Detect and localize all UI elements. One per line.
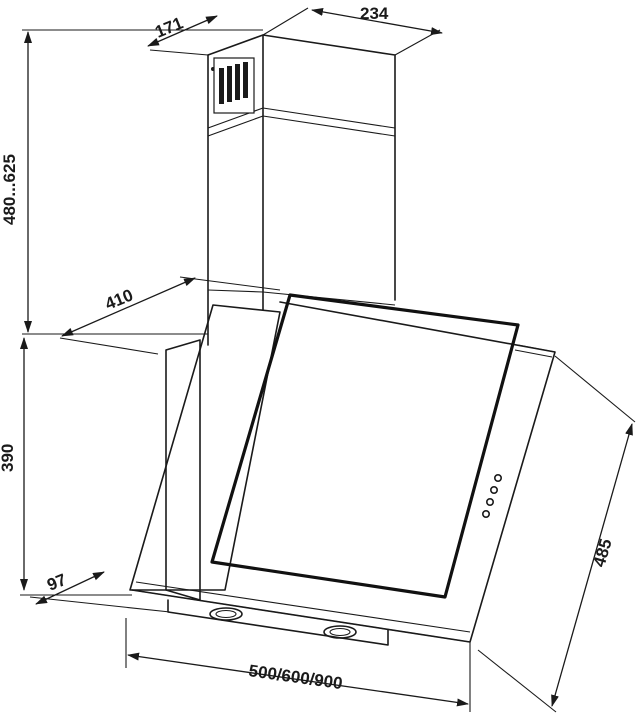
- arrowhead-icon: [127, 652, 469, 707]
- hood-bottom-edge: [131, 589, 471, 643]
- extension-line: [554, 355, 636, 423]
- arrowhead-icon: [551, 423, 633, 707]
- hood-body: [129, 293, 556, 646]
- vent-slots-icon: [211, 57, 255, 114]
- hood-side-panel: [129, 304, 281, 591]
- extension-line: [29, 596, 171, 613]
- extension-line: [149, 49, 209, 56]
- control-buttons-icon: [481, 473, 502, 518]
- dim-label-390: 390: [0, 444, 17, 472]
- arrowhead-icon: [61, 277, 196, 337]
- dim-chimney-depth: 171: [147, 13, 218, 56]
- chimney-joint-left-2: [207, 115, 264, 137]
- extension-line: [59, 337, 159, 355]
- extension-line: [477, 649, 557, 713]
- hood-back-panel: [165, 339, 201, 601]
- dim-label-234: 234: [360, 4, 389, 23]
- chimney-bottom-left: [207, 289, 264, 293]
- dim-label-480-625: 480...625: [0, 154, 19, 225]
- chimney: [207, 34, 396, 346]
- dim-bottom-offset: 97: [29, 570, 171, 613]
- dim-label-171: 171: [152, 13, 185, 41]
- chimney-bottom-right: [262, 291, 396, 306]
- dim-label-500-600-900: 500/600/900: [247, 661, 343, 693]
- chimney-joint-right: [262, 107, 396, 129]
- arrowhead-icon: [147, 15, 218, 47]
- hood-inner-glass: [210, 293, 520, 599]
- arrowhead-icon: [35, 571, 105, 605]
- chimney-joint-right-2: [262, 115, 396, 137]
- glass-top-lip-2: [514, 349, 553, 358]
- dim-label-410: 410: [102, 285, 135, 313]
- dim-label-97: 97: [44, 570, 69, 595]
- chimney-top-outline: [207, 34, 396, 301]
- arrowhead-icon: [311, 7, 443, 36]
- extension-line: [262, 7, 309, 36]
- hood-bottom-edge-2: [135, 581, 471, 633]
- dim-hood-depth: 410: [59, 276, 281, 355]
- dim-hood-height: 390: [0, 337, 132, 596]
- light-fixture-icon: [209, 607, 357, 639]
- dim-label-485: 485: [590, 537, 616, 570]
- extension-line: [394, 29, 441, 56]
- dim-chimney-width: 234: [262, 4, 443, 56]
- extension-line: [179, 276, 281, 291]
- hood-underside: [167, 599, 389, 646]
- glass-top-lip: [517, 344, 556, 353]
